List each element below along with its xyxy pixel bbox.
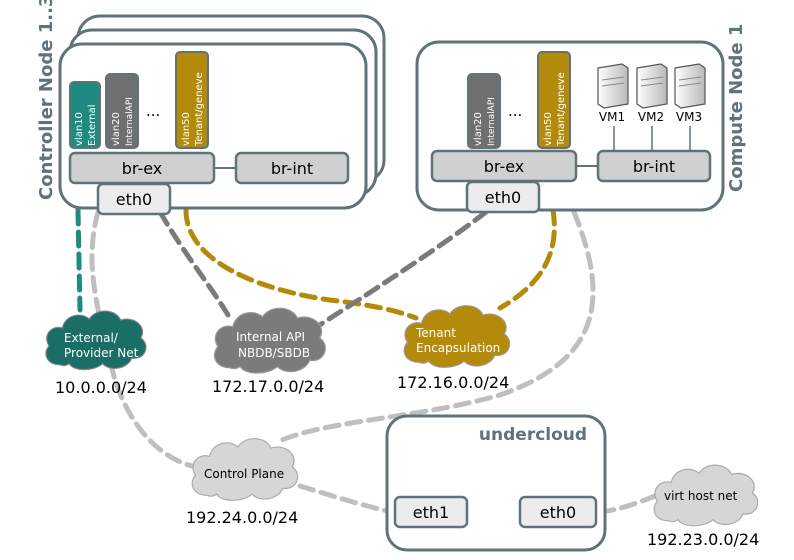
tenant-net-line1: Tenant xyxy=(415,326,456,340)
controller-title: Controller Node 1..3 xyxy=(36,0,57,200)
compute-vlan20-tile xyxy=(467,73,501,149)
compute-br-int[interactable] xyxy=(596,149,712,183)
virthost-net-cidr: 192.23.0.0/24 xyxy=(647,530,759,549)
internal-api-cloud: Internal API NBDB/SBDB 172.17.0.0/24 xyxy=(212,307,326,396)
compute-br-ex-label: br-ex xyxy=(484,157,525,176)
controller-vlan10-id: vlan10 xyxy=(74,112,85,146)
controller-vlan50-name: Tenant/geneve xyxy=(194,72,205,147)
controller-vlan20-name: InternalAPI xyxy=(125,97,135,146)
compute-tenant-link xyxy=(497,207,557,311)
virt-host-net-cloud: virt host net 192.23.0.0/24 xyxy=(647,464,759,549)
compute-control-link xyxy=(279,209,596,443)
external-net-cloud: External/ Provider Net 10.0.0.0/24 xyxy=(45,310,147,397)
controller-br-int-label: br-int xyxy=(271,159,313,178)
compute-vlan50-id: vlan50 xyxy=(543,112,554,146)
compute-vlan50-name: Tenant/geneve xyxy=(556,72,567,147)
virthost-net-line1: virt host net xyxy=(664,489,738,503)
internal-net-line1: Internal API xyxy=(236,330,305,344)
controller-vlan10-name: External xyxy=(87,105,98,147)
compute-vlan50-tile xyxy=(537,51,571,149)
undercloud-title: undercloud xyxy=(479,425,587,445)
control-net-line1: Control Plane xyxy=(204,467,284,481)
controller-vlan20-id: vlan20 xyxy=(111,112,122,146)
undercloud-eth1-label: eth1 xyxy=(413,503,449,522)
controller-vlan10-tile xyxy=(69,81,101,149)
controller-br-ex-label: br-ex xyxy=(122,159,163,178)
controller-br-int[interactable] xyxy=(234,151,350,185)
controller-node: Controller Node 1..3 vlan10 External vla… xyxy=(36,0,386,216)
undercloud-eth0-label: eth0 xyxy=(540,503,576,522)
control-undercloud-link xyxy=(297,483,395,515)
controller-control-link xyxy=(89,209,195,469)
vm1-server-icon xyxy=(597,63,629,109)
compute-title: Compute Node 1 xyxy=(726,24,747,192)
control-plane-cloud: Control Plane 192.24.0.0/24 xyxy=(186,438,298,527)
controller-vlan-ellipsis: ... xyxy=(146,102,160,120)
compute-internal-link xyxy=(315,209,489,329)
external-link xyxy=(75,207,83,313)
compute-vlan-ellipsis: ... xyxy=(508,102,522,120)
vm2-server-icon xyxy=(636,63,668,109)
vm1-label: VM1 xyxy=(599,110,625,124)
external-net-cidr: 10.0.0.0/24 xyxy=(55,378,147,397)
compute-br-int-label: br-int xyxy=(633,157,675,176)
undercloud-eth0[interactable] xyxy=(518,495,598,529)
compute-vlan20-id: vlan20 xyxy=(473,112,484,146)
control-net-cidr: 192.24.0.0/24 xyxy=(186,508,298,527)
vm2-label: VM2 xyxy=(638,110,664,124)
controller-tenant-link xyxy=(183,207,419,321)
connections xyxy=(75,207,663,515)
compute-vlan20-name: InternalAPI xyxy=(487,97,497,146)
controller-vlan50-tile xyxy=(175,51,209,149)
undercloud-virthost-link xyxy=(597,491,663,515)
internal-net-line2: NBDB/SBDB xyxy=(238,346,310,360)
controller-eth0-label: eth0 xyxy=(116,190,152,209)
internal-net-cidr: 172.17.0.0/24 xyxy=(212,377,324,396)
tenant-net-line2: Encapsulation xyxy=(416,341,500,355)
compute-eth0-label: eth0 xyxy=(485,188,521,207)
vm3-server-icon xyxy=(674,63,706,109)
compute-node: Compute Node 1 vlan20 InternalAPI ... vl… xyxy=(415,24,747,214)
undercloud-node: undercloud eth1 eth0 xyxy=(385,414,607,552)
undercloud-eth1[interactable] xyxy=(393,495,469,529)
external-net-line2: Provider Net xyxy=(64,346,139,360)
compute-eth0[interactable] xyxy=(465,180,541,214)
controller-vlan20-tile xyxy=(105,73,139,149)
controller-eth0[interactable] xyxy=(96,182,172,216)
vm3-label: VM3 xyxy=(676,110,702,124)
tenant-cloud: Tenant Encapsulation 172.16.0.0/24 xyxy=(397,305,511,392)
tenant-net-cidr: 172.16.0.0/24 xyxy=(397,373,509,392)
controller-vlan50-id: vlan50 xyxy=(181,112,192,146)
external-net-line1: External/ xyxy=(64,331,119,345)
controller-internal-link xyxy=(157,209,231,318)
